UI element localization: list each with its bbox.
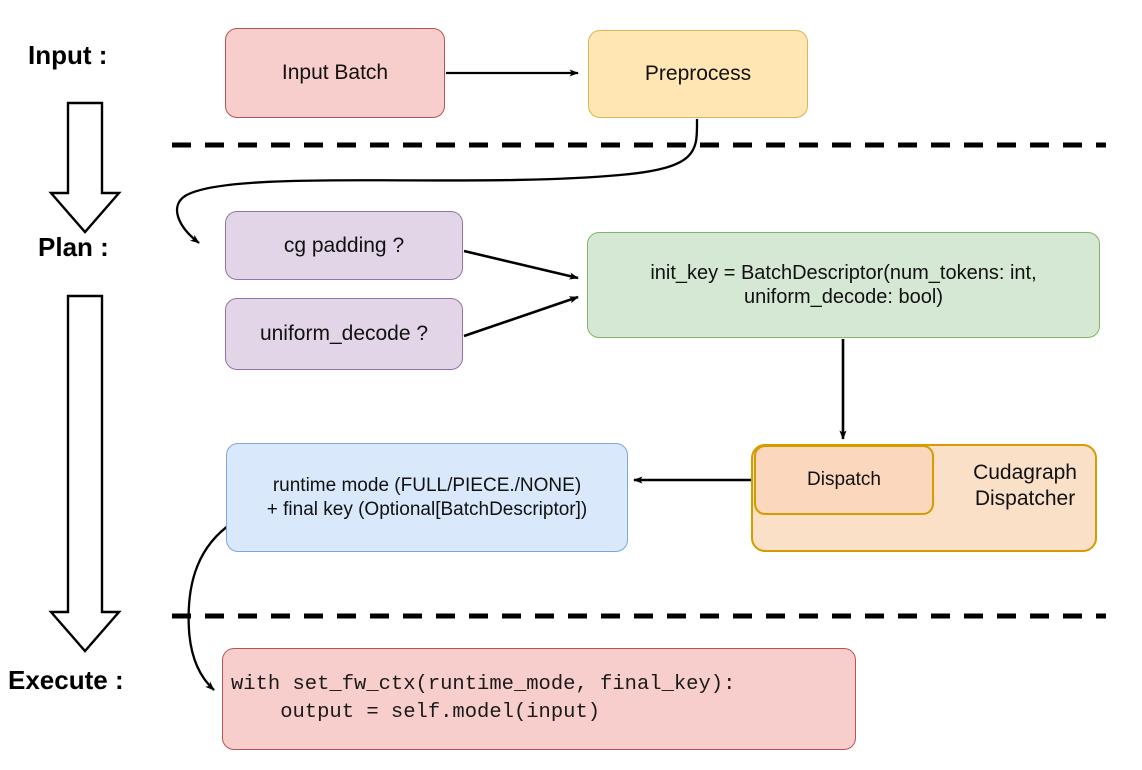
edge-uniform-decode-to-init-key (463, 295, 579, 338)
node-preprocess-label: Preprocess (644, 62, 752, 86)
stage-label-execute: Execute : (8, 665, 124, 695)
node-dispatch[interactable]: Dispatch (754, 445, 934, 515)
edge-cg-padding-to-init-key (463, 249, 579, 280)
node-dispatch-label: Dispatch (807, 469, 881, 491)
plan-to-execute-block-arrow (48, 294, 122, 653)
node-uniform-decode[interactable]: uniform_decode ? (225, 298, 463, 370)
node-input-batch-label: Input Batch (281, 61, 389, 85)
node-uniform-decode-label: uniform_decode ? (259, 322, 429, 346)
node-cg-padding[interactable]: cg padding ? (225, 211, 463, 280)
node-runtime-mode-label: runtime mode (FULL/PIECE./NONE) + final … (266, 475, 588, 520)
node-exec-code[interactable]: with set_fw_ctx(runtime_mode, final_key)… (222, 648, 856, 750)
node-runtime-mode[interactable]: runtime mode (FULL/PIECE./NONE) + final … (226, 443, 628, 552)
node-input-batch[interactable]: Input Batch (225, 28, 445, 118)
node-init-key[interactable]: init_key = BatchDescriptor(num_tokens: i… (587, 232, 1100, 338)
stage-label-input: Input : (28, 40, 108, 70)
input-to-plan-block-arrow (48, 101, 122, 234)
node-cudagraph-dispatcher-label: Cudagraph Dispatcher (973, 461, 1077, 510)
node-preprocess[interactable]: Preprocess (588, 30, 808, 118)
stage-label-plan: Plan : (38, 232, 109, 262)
node-exec-code-label: with set_fw_ctx(runtime_mode, final_key)… (231, 672, 736, 724)
node-cg-padding-label: cg padding ? (283, 233, 405, 257)
node-init-key-label: init_key = BatchDescriptor(num_tokens: i… (650, 261, 1037, 308)
